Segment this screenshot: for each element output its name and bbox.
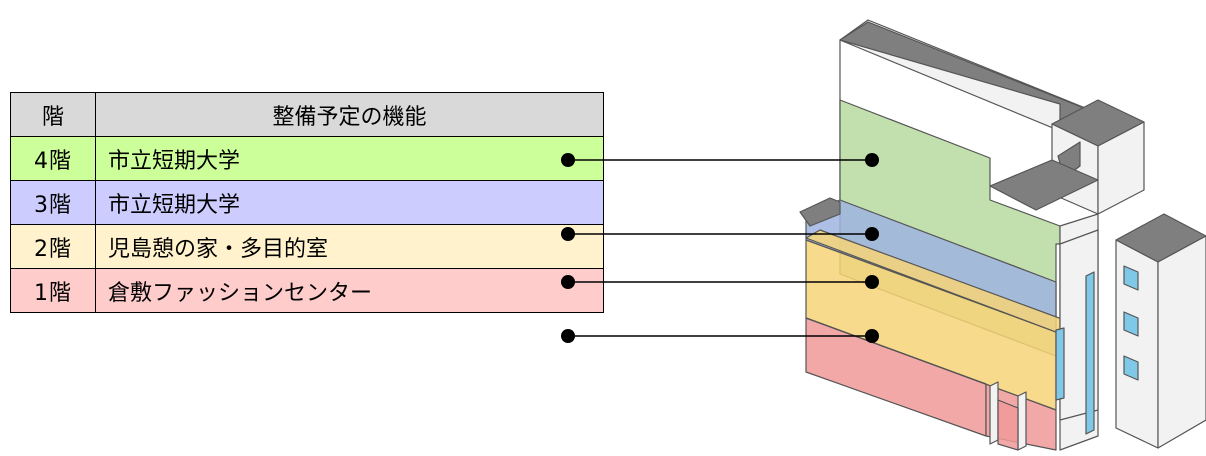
floor-function-table: 階 整備予定の機能 4階 市立短期大学 3階 市立短期大学 2階 児島憩の家・多… [10,92,604,313]
table-row-floor4: 4階 市立短期大学 [10,136,604,181]
floor-label-2: 2階 [10,224,96,269]
floor-label-1: 1階 [10,268,96,313]
table-header-row: 階 整備予定の機能 [10,92,604,137]
connector-dot-4-left [561,153,575,167]
connector-dot-2-right [865,275,879,289]
connector-dot-3-left [561,227,575,241]
pilotis-col-2 [1017,391,1027,451]
connector-dots [561,153,879,343]
tower-window-2 [1123,311,1139,337]
connector-dot-4-right [865,153,879,167]
glass-strip [1085,271,1095,435]
roof-lower-left [799,197,841,227]
terrace-roof [989,159,1099,211]
header-function: 整備予定の機能 [95,92,604,137]
stair-tower-side [1097,121,1145,215]
connector-dot-3-right [865,227,879,241]
tower-window-3 [1123,355,1139,381]
function-label-1: 倉敷ファッションセンター [95,268,604,313]
glass-strip-left [1055,327,1065,401]
tower-window-1 [1123,265,1139,291]
header-floor: 階 [10,92,96,137]
floor-label-3: 3階 [10,180,96,225]
pilotis-col-1 [989,381,999,445]
connector-dot-1-left [561,329,575,343]
table-row-floor3: 3階 市立短期大学 [10,180,604,225]
table-row-floor1: 1階 倉敷ファッションセンター [10,268,604,313]
ground-floor-base [997,399,1019,451]
building-illustration [799,19,1206,451]
connector-lines [568,159,872,337]
function-label-2: 児島憩の家・多目的室 [95,224,604,269]
connector-dot-2-left [561,275,575,289]
connector-dot-1-right [865,329,879,343]
right-tower-side [1157,235,1206,449]
table-row-floor2: 2階 児島憩の家・多目的室 [10,224,604,269]
function-label-4: 市立短期大学 [95,136,604,181]
function-label-3: 市立短期大学 [95,180,604,225]
